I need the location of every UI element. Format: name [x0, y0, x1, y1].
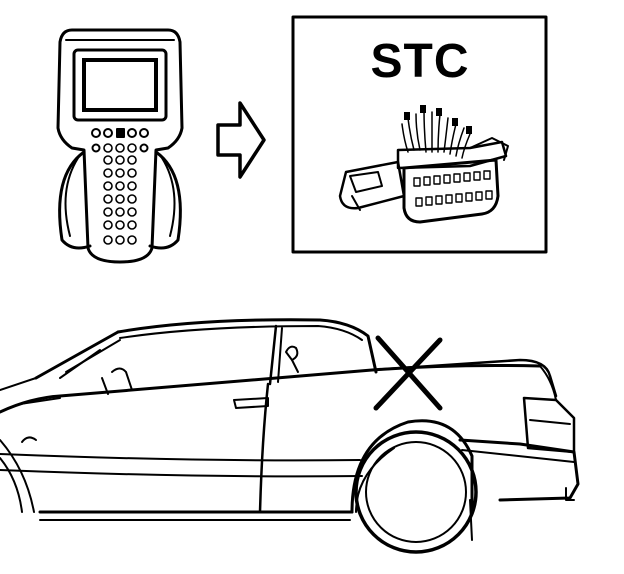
connector-label: STC: [370, 35, 470, 88]
convertible-car-icon: [0, 318, 580, 554]
arrow-right-icon: [216, 101, 266, 179]
scan-tool-icon: [56, 28, 184, 264]
dlc-connector-icon: [338, 105, 509, 224]
x-mark-icon: [373, 335, 443, 411]
connector-panel-frame: [291, 15, 548, 254]
